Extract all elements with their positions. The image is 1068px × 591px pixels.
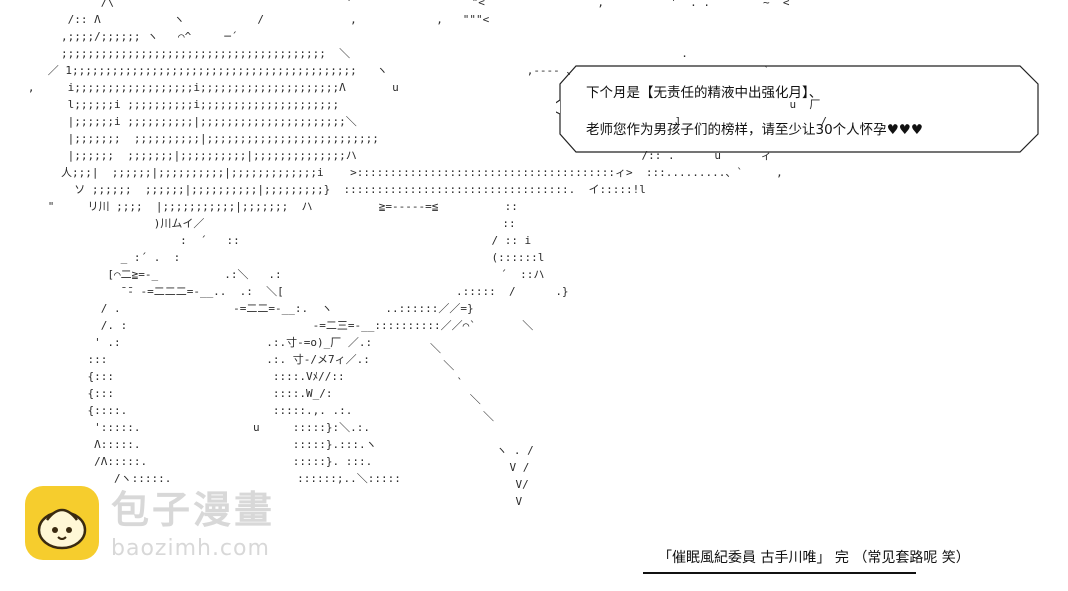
ascii-art-line: Λ:::::. :::::}.:::.ヽ [8,438,377,451]
ending-underline [643,572,916,574]
ascii-art-line: {::::. :::::.,. .:. [8,404,353,417]
ascii-art-line: ':::::. u :::::}:＼.:. [8,421,370,434]
hearts-text: ♥♥♥ [886,122,923,138]
ascii-art-line: ' .: .:.寸-=o)_厂 ／.: [8,336,373,349]
ascii-art-line: /:: Λ ヽ / , , """< [8,13,490,26]
ascii-art-line: V [436,495,523,508]
ascii-art-line: ＼ [430,342,441,355]
ascii-art-line: |;;;;;;i ;;;;;;;;;;|;;;;;;;;;;;;;;;;;;;;… [8,115,827,128]
ascii-art-line: )川ムイ／ :: [8,217,516,230]
baozi-logo-icon [25,486,99,560]
ascii-art-line: ::: .:. 寸‐/メ7ィ／.: [8,353,370,366]
speech-line-1: 下个月是【无责任的精液中出强化月】、 [586,85,823,101]
ascii-art-line: ̄ ̄‐ -=二二二=-__.. .: ＼[ .::::: / .} [8,285,569,298]
site-watermark: 包子漫畫 baozimh.com [25,486,325,566]
ascii-art-line: : ´ :: / :: i [8,234,532,247]
ascii-art-line: {::: ::::.Vﾒ//:: [8,370,345,383]
ascii-art-line: ヽ . / [430,444,534,457]
watermark-url: baozimh.com [111,536,270,561]
speech-bubble: 下个月是【无责任的精液中出强化月】、 老师您作为男孩子们的榜样，请至少让30个人… [556,64,1040,154]
ascii-art-line: _ :´ . : (::::::l [8,251,545,264]
speech-bubble-outline [556,65,1039,153]
ascii-art-line: V/ [436,478,529,491]
ascii-art-line: /\ ' ``"< , ' . . ~``< [8,0,790,9]
speech-line-2-text: 老师您作为男孩子们的榜样，请至少让30个人怀孕 [586,122,887,138]
ascii-art-line: ` [430,376,464,389]
ascii-art-line: V / [430,461,530,474]
ascii-art-line: , i;;;;;;;;;;;;;;;;;;i;;;;;;;;;;;;;;;;;;… [8,81,624,94]
ascii-art-line: ＼ [430,393,481,406]
speech-line-2: 老师您作为男孩子们的榜样，请至少让30个人怀孕♥♥♥ [586,118,923,138]
ascii-art-line: ;;;;;;;;;;;;;;;;;;;;;;;;;;;;;;;;;;;;;;;;… [8,47,688,60]
ascii-art-line: " リ川 ;;;; |;;;;;;;;;;;|;;;;;;; ハ ≧=-----… [8,200,518,213]
watermark-title: 包子漫畫 [111,488,276,532]
ascii-art-line: ＼ [430,410,494,423]
ascii-art-line: l;;;;;;i ;;;;;;;;;;i;;;;;;;;;;;;;;;;;;;;… [8,98,821,111]
ascii-art-line: 人;;;| ;;;;;;|;;;;;;;;;;|;;;;;;;;;;;;;i >… [8,166,783,179]
ascii-art-line: ,;;;;/;;;;;; ヽ ⌒^ ─´ [8,30,238,43]
ascii-art-line: / . -=二二=-__:. ヽ ..::::::／／=} [8,302,474,315]
ascii-art-line: [⌒二≧=-_ .:＼ .: ´ ::ハ [8,268,545,281]
ascii-art-line: /. : ‐=二三=-__::::::::::／／⌒` ＼ [8,319,534,332]
ascii-art-line: /Λ:::::. :::::}. :::. [8,455,373,468]
ascii-art-line: ＼ [430,359,455,372]
ascii-art-line: |;;;;;;; ;;;;;;;;;;|;;;;;;;;;;;;;;;;;;;;… [8,132,379,145]
ascii-art-line: {::: ::::.W_/: [8,387,333,400]
ascii-art-line: /ヽ:::::. ::::::;..＼::::: [8,472,401,485]
ascii-art-line: ソ ;;;;;; ;;;;;;|;;;;;;;;;;|;;;;;;;;;} ::… [8,183,646,196]
ending-caption: 「催眠風紀委員 古手川唯」 完 （常见套路呢 笑） [658,550,970,566]
